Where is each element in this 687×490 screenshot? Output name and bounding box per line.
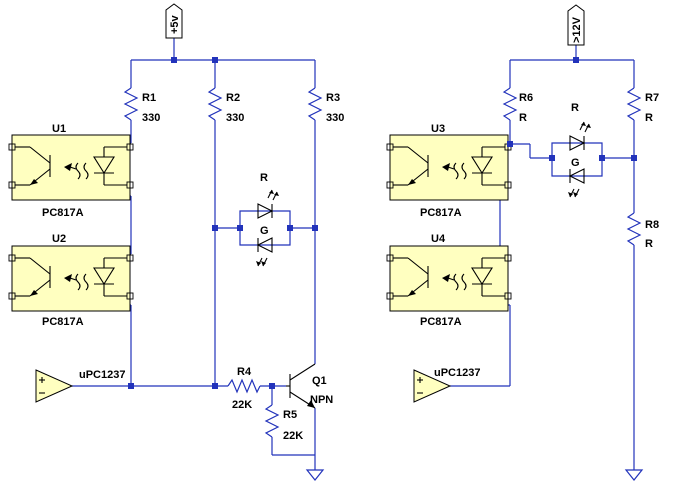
r3-name: R3: [326, 92, 340, 104]
left-led-r-label: R: [260, 172, 268, 184]
r6-name: R6: [519, 92, 533, 104]
left-led-red: [257, 189, 279, 219]
r5-name: R5: [283, 409, 297, 421]
u2-part: PC817A: [42, 316, 84, 328]
right-led-r-label: R: [571, 102, 579, 114]
u4-optocoupler: [386, 245, 512, 312]
right-led-g-label: G: [571, 157, 580, 169]
right-led-green: [568, 168, 585, 198]
r1-value: 330: [142, 112, 160, 124]
u3-part: PC817A: [420, 207, 462, 219]
left-wires: [72, 38, 325, 481]
u1-optocoupler: [8, 134, 134, 201]
right-opamp-label: uPC1237: [434, 367, 480, 379]
q1-transistor: [286, 363, 316, 409]
q1-name: Q1: [312, 375, 327, 387]
u2-optocoupler: [8, 245, 134, 312]
r8-value: R: [645, 238, 653, 250]
u3-name: U3: [431, 123, 445, 135]
r4-value: 22K: [232, 399, 252, 411]
supply-label-5v: +5v: [169, 14, 181, 34]
r8-name: R8: [645, 219, 659, 231]
left-led-green: [256, 237, 273, 267]
r4-name: R4: [237, 366, 252, 378]
left-led-g-label: G: [260, 225, 269, 237]
component-labels: R1 330 R2 330 R3 330 U1 PC817A U2 PC817A…: [42, 92, 659, 442]
supply-flag-5v: +5v: [165, 3, 183, 39]
u1-name: U1: [52, 123, 66, 135]
u4-part: PC817A: [420, 316, 462, 328]
u3-optocoupler: [386, 134, 512, 201]
left-opamp: [35, 369, 73, 403]
r7-name: R7: [645, 92, 659, 104]
r7-value: R: [645, 112, 653, 124]
r1-name: R1: [142, 92, 156, 104]
u2-name: U2: [52, 233, 66, 245]
r6-value: R: [519, 112, 527, 124]
junction-dots: [128, 57, 637, 389]
u4-name: U4: [431, 233, 446, 245]
right-led-red: [569, 121, 591, 151]
supply-flag-12v: >12V: [567, 4, 585, 46]
supply-label-12v: >12V: [571, 16, 583, 43]
r2-value: 330: [226, 112, 244, 124]
q1-type: NPN: [310, 394, 333, 406]
r5-value: 22K: [283, 430, 303, 442]
u1-part: PC817A: [42, 207, 84, 219]
r2-name: R2: [226, 92, 240, 104]
r3-value: 330: [326, 112, 344, 124]
left-opamp-label: uPC1237: [79, 369, 125, 381]
